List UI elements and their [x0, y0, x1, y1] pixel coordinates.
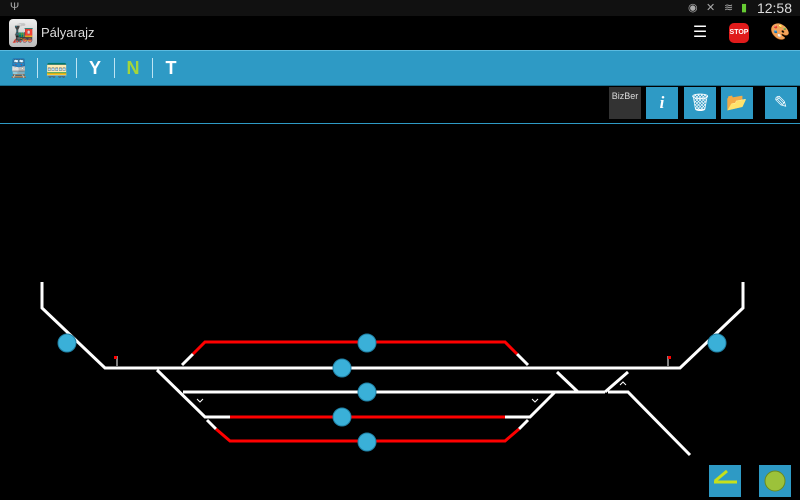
crossover [604, 370, 629, 394]
open-button[interactable]: 📂 [721, 87, 753, 119]
palette-icon[interactable]: 🎨 [770, 24, 790, 41]
signal-icon[interactable]: T [165, 58, 177, 78]
flag [668, 356, 671, 359]
double-switch-icon[interactable]: N [126, 58, 140, 78]
battery-icon: ▮ [741, 2, 748, 14]
divider [37, 58, 38, 78]
divider [152, 58, 153, 78]
track-link [517, 418, 530, 431]
trains-icon[interactable]: 🚃 [45, 58, 69, 78]
track-main [40, 282, 745, 370]
run-button[interactable] [759, 465, 791, 497]
sliders-icon[interactable]: ☰ [692, 24, 708, 41]
eye-icon: ◉ [688, 2, 698, 14]
app-logo-icon[interactable]: 🚂 [9, 19, 37, 47]
green-circle-icon [764, 470, 786, 492]
train-dot [357, 333, 377, 353]
chevron-down-icon [531, 398, 539, 403]
app-title: Pályarajz [41, 25, 95, 40]
divider [0, 123, 800, 124]
track-right-diag [505, 390, 557, 419]
clock: 12:58 [756, 0, 792, 16]
status-bar: Ψ ◉ ✕ ≋ ▮ 12:58 [0, 0, 800, 16]
chevron-down-icon [196, 398, 204, 403]
track-link [205, 418, 218, 431]
train-dot [57, 333, 77, 353]
draw-line-icon [714, 469, 737, 484]
track-link [515, 352, 530, 367]
divider [76, 58, 77, 78]
switch-icon[interactable]: Y [88, 58, 101, 78]
wifi-icon: ≋ [724, 2, 734, 14]
pencil-icon: ✎ [773, 93, 789, 112]
draw-track-button[interactable] [709, 465, 741, 497]
mute-icon: ✕ [706, 2, 716, 14]
track-link [180, 352, 195, 367]
stop-icon[interactable]: STOP [729, 23, 749, 43]
delete-button[interactable]: 🗑 [684, 87, 716, 119]
train-markers [57, 333, 727, 452]
train-dot [357, 432, 377, 452]
crossover [555, 370, 580, 394]
usb-icon: Ψ [10, 1, 20, 13]
action-bar: 🚂 Pályarajz ☰ STOP 🎨 [0, 16, 800, 50]
edit-button[interactable]: ✎ [765, 87, 797, 119]
bizber-label: BizBer [611, 91, 639, 101]
track-top-occupied [191, 340, 519, 356]
trash-icon: 🗑 [689, 93, 711, 112]
train-dot [332, 407, 352, 427]
train-dot [357, 382, 377, 402]
train-dot [707, 333, 727, 353]
train-dot [332, 358, 352, 378]
folder-icon: 📂 [726, 93, 748, 112]
track-left-diag [155, 368, 230, 419]
toolbar: 🚆 🚃 Y N T [0, 50, 800, 86]
bizber-button[interactable]: BizBer [609, 87, 641, 119]
info-button[interactable]: i [646, 87, 678, 119]
tracks [40, 282, 745, 457]
track-branch [608, 390, 692, 457]
train-icon[interactable]: 🚆 [7, 58, 31, 78]
divider [114, 58, 115, 78]
flag [114, 356, 117, 359]
chevron-up-icon [619, 381, 627, 386]
